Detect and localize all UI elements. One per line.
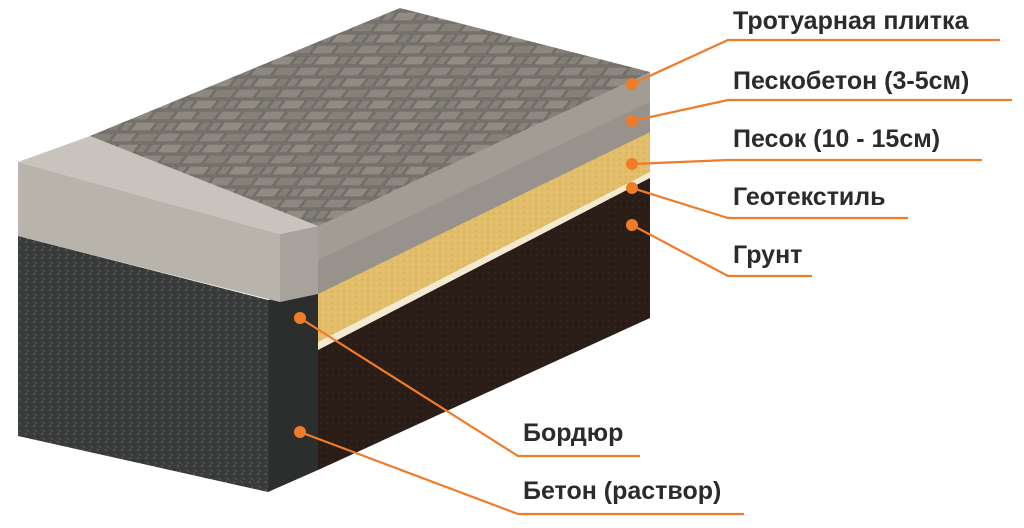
leader-sand-concrete-dot bbox=[626, 115, 638, 127]
label-geotextile: Геотекстиль bbox=[733, 183, 886, 211]
leader-soil bbox=[631, 224, 812, 278]
leader-curb-dot bbox=[294, 312, 306, 324]
label-paving-tile: Тротуарная плитка bbox=[733, 7, 969, 35]
concrete-base-side bbox=[268, 292, 318, 492]
label-sand: Песок (10 - 15см) bbox=[733, 125, 941, 153]
sand-layer bbox=[318, 130, 650, 342]
leader-concrete bbox=[299, 430, 744, 516]
paving-top-shade bbox=[90, 8, 650, 226]
leader-concrete-dot bbox=[294, 426, 306, 438]
curb-side bbox=[280, 226, 318, 302]
leader-geotextile-dot bbox=[626, 182, 638, 194]
paving-side-face bbox=[318, 72, 650, 260]
curb-front bbox=[18, 162, 280, 302]
soil-layer bbox=[318, 176, 650, 470]
label-sand-concrete: Пескобетон (3-5см) bbox=[733, 67, 970, 95]
label-curb: Бордюр bbox=[523, 419, 624, 447]
leader-paving bbox=[631, 38, 1000, 85]
paving-top bbox=[90, 8, 650, 226]
sand-concrete-layer bbox=[318, 100, 650, 294]
leader-soil-dot bbox=[626, 219, 638, 231]
label-concrete: Бетон (раствор) bbox=[523, 477, 722, 505]
leader-curb bbox=[299, 317, 640, 458]
leader-sand bbox=[631, 158, 982, 166]
leader-sand-dot bbox=[626, 158, 638, 170]
leader-paving-dot bbox=[626, 78, 638, 90]
curb-top bbox=[18, 136, 318, 234]
leader-sand-concrete bbox=[631, 98, 1012, 123]
geotextile-layer bbox=[318, 170, 650, 350]
label-soil: Грунт bbox=[733, 241, 803, 269]
concrete-base-front bbox=[18, 236, 268, 492]
leader-geotextile bbox=[631, 186, 908, 220]
